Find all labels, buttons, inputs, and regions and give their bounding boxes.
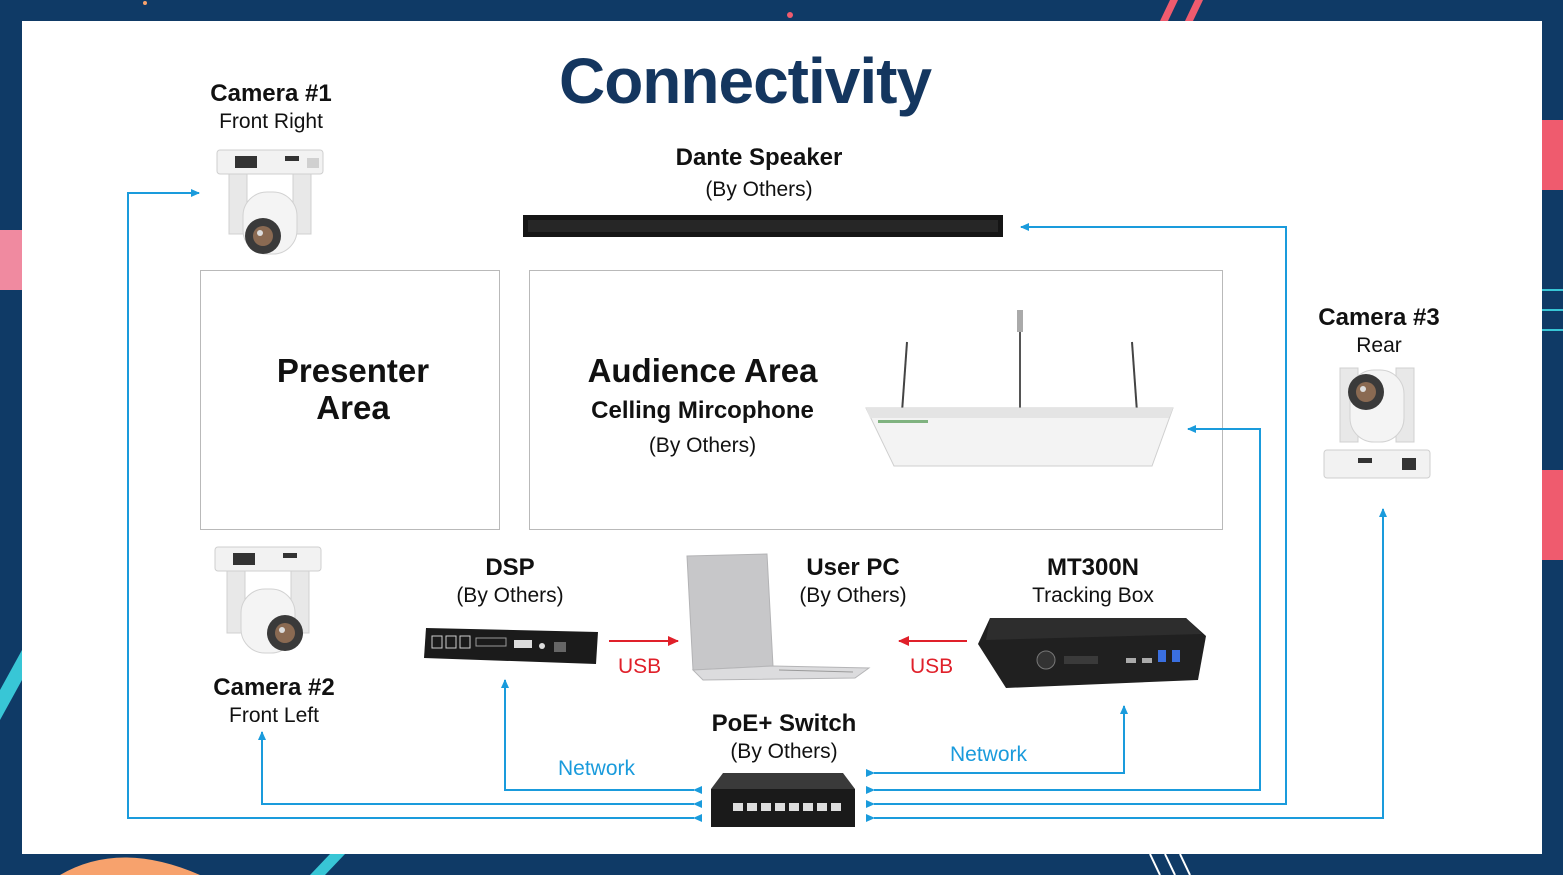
usb-label-left: USB — [618, 655, 662, 678]
camera3-sublabel: Rear — [1356, 334, 1402, 357]
pc-sublabel: (By Others) — [799, 584, 907, 607]
usb-label-right: USB — [910, 655, 954, 678]
camera1-label: Camera #1 — [210, 80, 332, 107]
switch-sublabel: (By Others) — [730, 740, 838, 763]
camera2-label: Camera #2 — [213, 674, 335, 701]
camera1-sublabel: Front Right — [219, 110, 323, 133]
dsp-sublabel: (By Others) — [456, 584, 564, 607]
presenter-area-title-line2: Area — [316, 389, 390, 426]
camera2-sublabel: Front Left — [229, 704, 319, 727]
tracking-box-label: MT300N — [1046, 554, 1140, 581]
network-switch-icon — [711, 773, 855, 827]
laptop-icon — [686, 553, 871, 681]
mic-label: Celling Mircophone — [591, 397, 814, 424]
network-label-right: Network — [950, 743, 1028, 766]
soundbar-icon — [523, 215, 1003, 237]
speaker-label: Dante Speaker — [675, 144, 843, 171]
tracking-box-icon — [978, 618, 1206, 688]
ceiling-mic-icon — [865, 310, 1174, 467]
camera3-label: Camera #3 — [1318, 304, 1440, 331]
dsp-label: DSP — [485, 554, 535, 581]
mic-sublabel: (By Others) — [648, 434, 757, 457]
switch-label: PoE+ Switch — [711, 710, 857, 737]
ptz-camera-icon — [216, 149, 324, 255]
pc-label: User PC — [806, 554, 900, 581]
ptz-camera-icon — [1323, 367, 1431, 479]
ptz-camera-icon — [214, 546, 322, 654]
tracking-box-sublabel: Tracking Box — [1032, 584, 1154, 607]
page-title: Connectivity — [558, 45, 932, 117]
speaker-sublabel: (By Others) — [705, 178, 813, 201]
presenter-area-title-line1: Presenter — [276, 352, 430, 389]
network-label-left: Network — [558, 757, 636, 780]
audience-area-title: Audience Area — [587, 352, 818, 389]
dsp-unit-icon — [424, 628, 598, 664]
